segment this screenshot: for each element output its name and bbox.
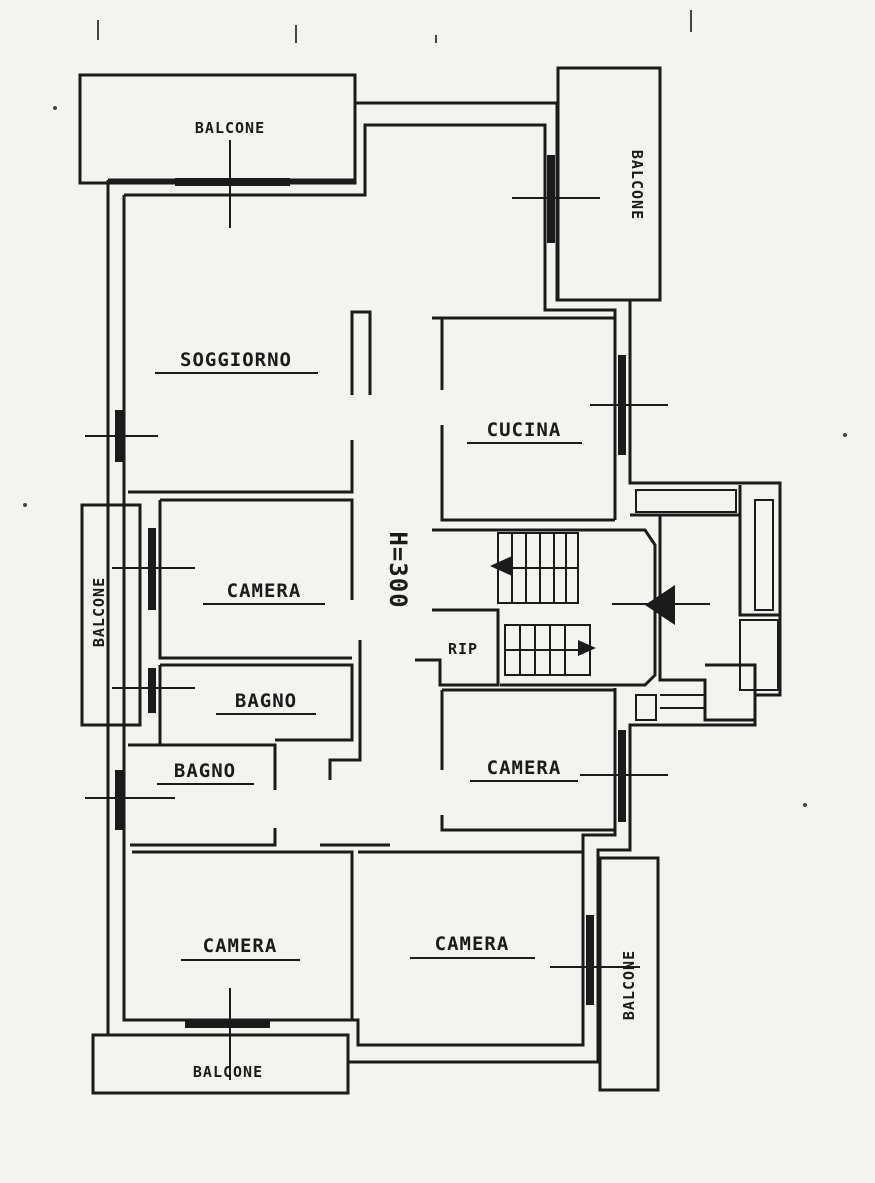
balcony-label-top-right: BALCONE bbox=[628, 150, 646, 220]
room-label-camera-3: CAMERA bbox=[203, 935, 278, 957]
room-label-cucina: CUCINA bbox=[487, 419, 562, 441]
rip-label: RIP bbox=[448, 640, 478, 658]
room-label-soggiorno: SOGGIORNO bbox=[180, 349, 292, 371]
scan-marks bbox=[23, 10, 847, 807]
balcony-label-bottom-right: BALCONE bbox=[620, 950, 638, 1020]
room-label-camera-2: CAMERA bbox=[487, 757, 562, 779]
room-label-bagno-1: BAGNO bbox=[235, 690, 297, 712]
balcony-labels: BALCONE BALCONE BALCONE BALCONE BALCONE bbox=[90, 119, 646, 1081]
balcony-label-top-left: BALCONE bbox=[195, 119, 265, 137]
windows bbox=[85, 140, 668, 1080]
room-labels: SOGGIORNO CUCINA CAMERA BAGNO BAGNO CAME… bbox=[155, 349, 582, 961]
room-label-bagno-2: BAGNO bbox=[174, 760, 236, 782]
room-label-camera-4: CAMERA bbox=[435, 933, 510, 955]
room-label-camera-1: CAMERA bbox=[227, 580, 302, 602]
interior-walls bbox=[128, 310, 780, 1020]
balcony-label-left: BALCONE bbox=[90, 577, 108, 647]
balconies bbox=[78, 66, 662, 1095]
ceiling-height-label: H=300 bbox=[384, 531, 412, 608]
exterior-walls bbox=[106, 101, 782, 1064]
staircase bbox=[490, 532, 710, 676]
balcony-label-bottom: BALCONE bbox=[193, 1063, 263, 1081]
